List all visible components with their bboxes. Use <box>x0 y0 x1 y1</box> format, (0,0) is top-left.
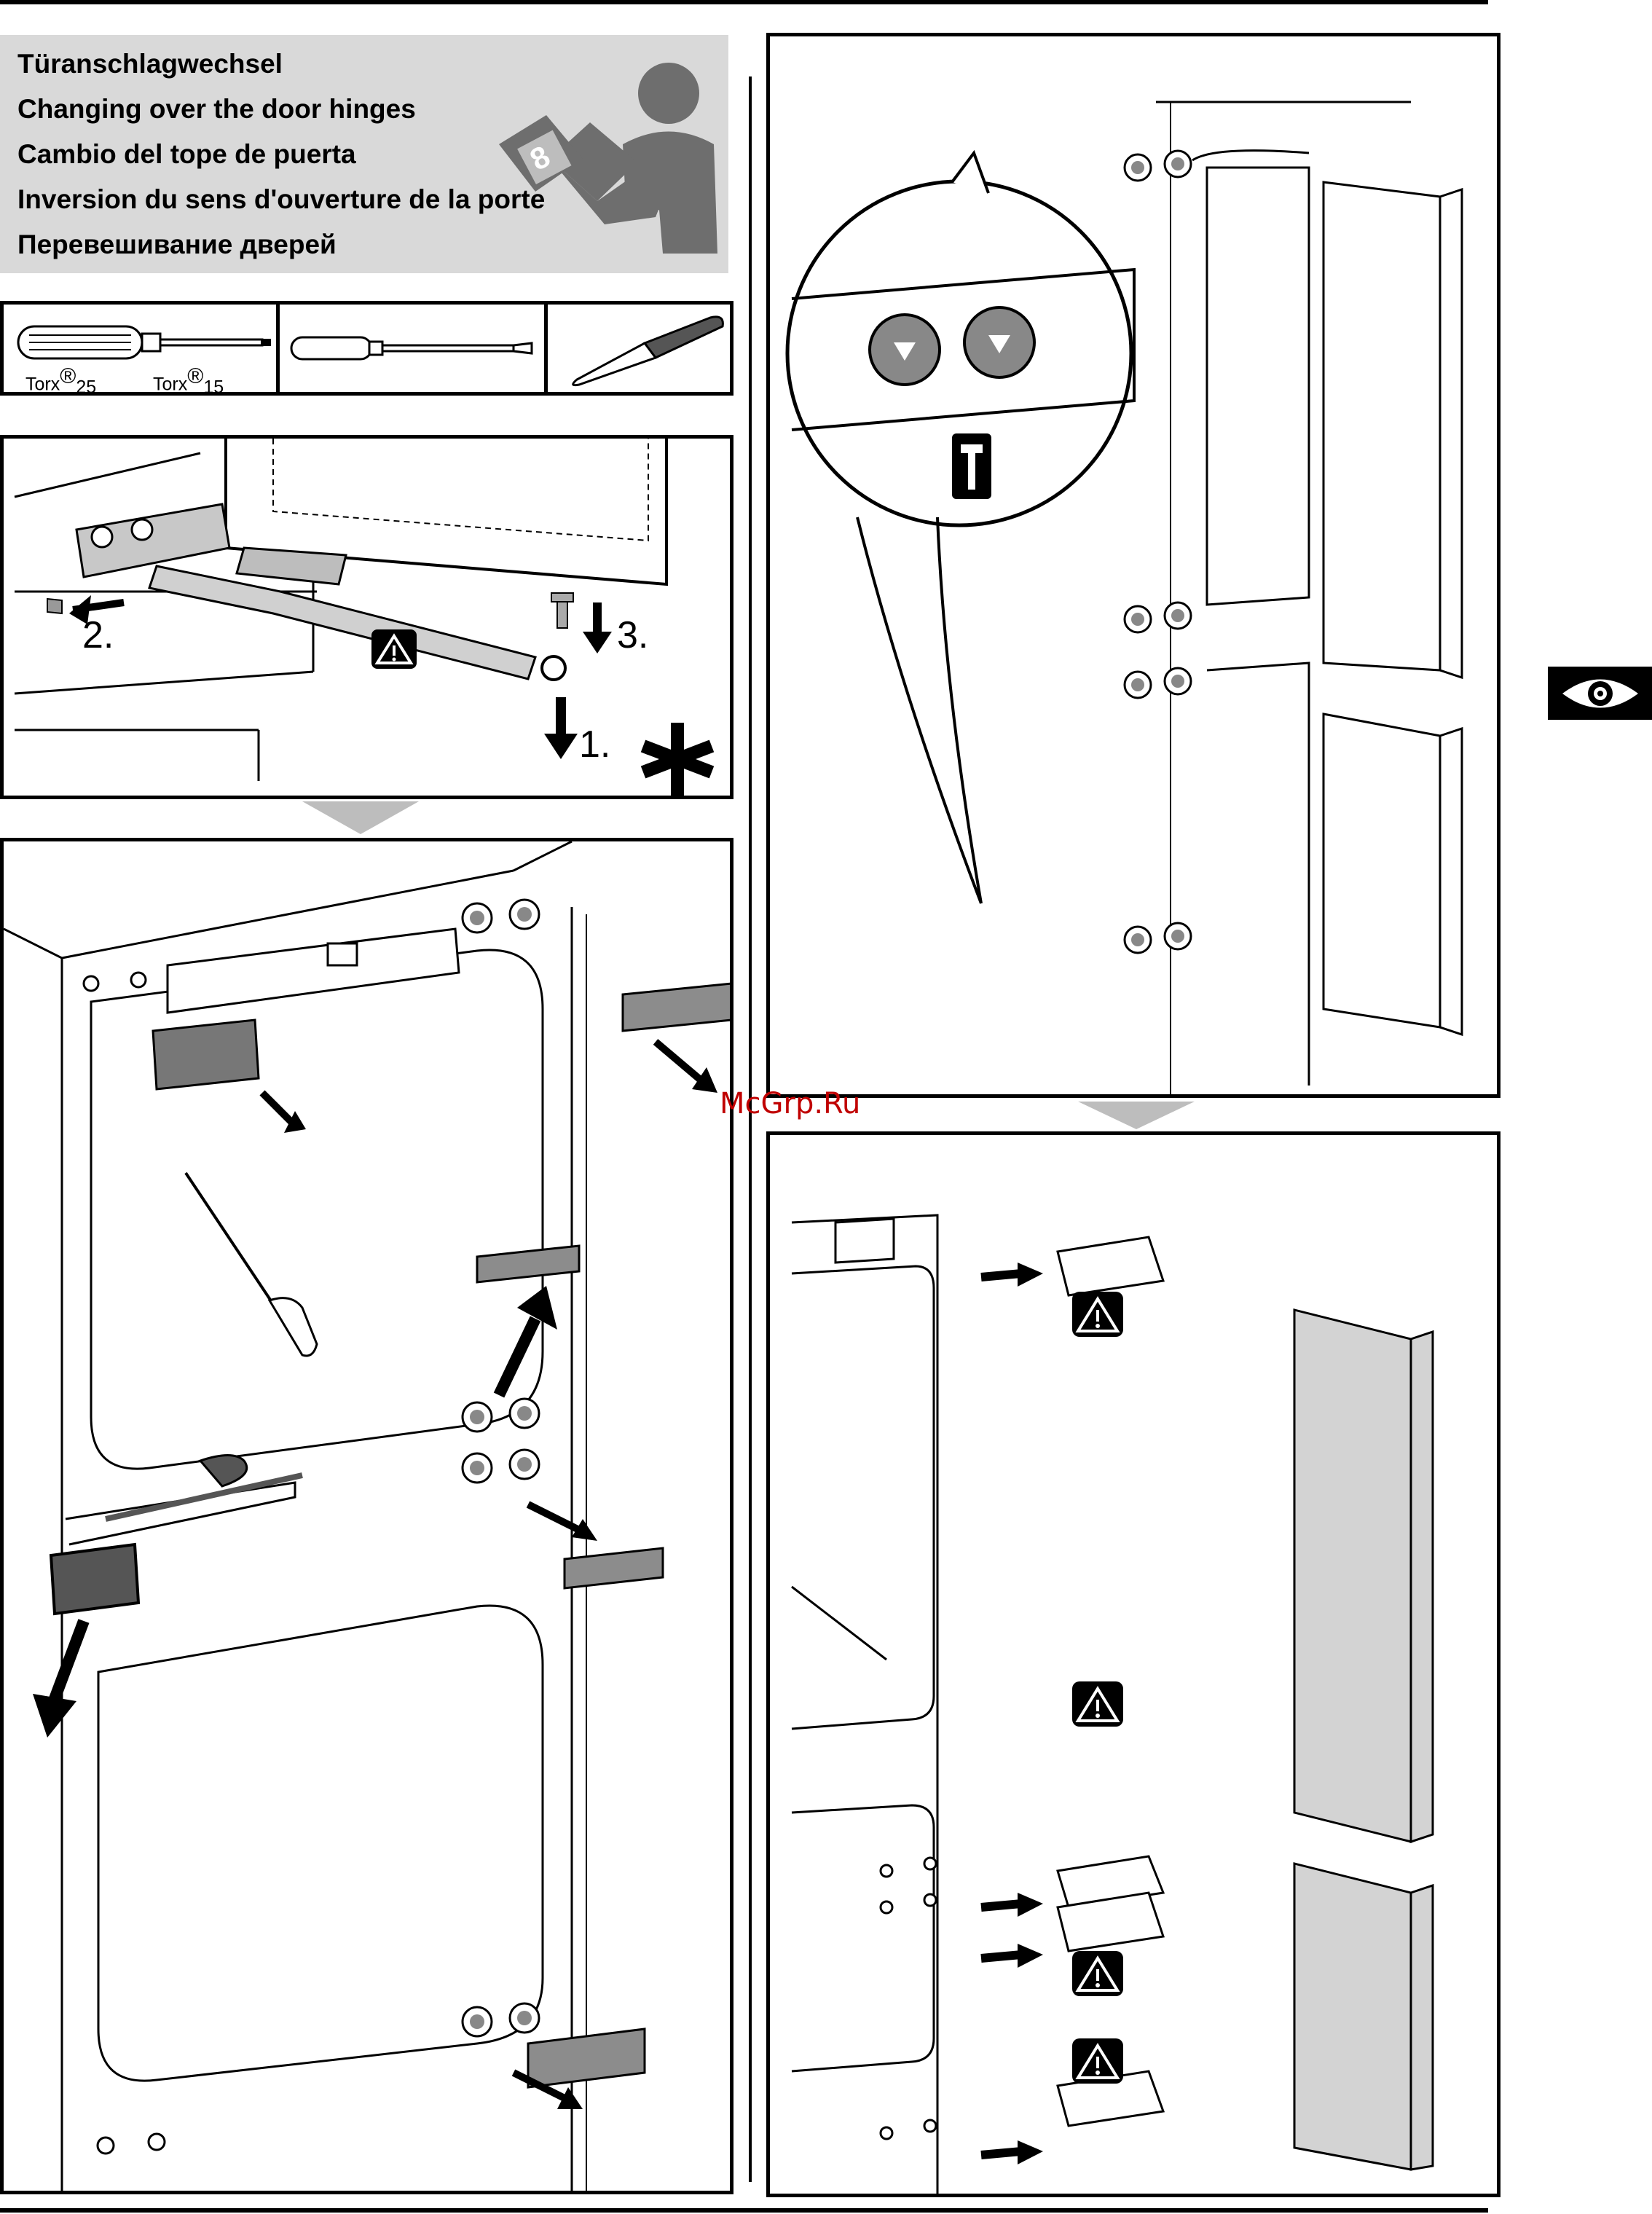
title-de: Türanschlagwechsel <box>17 48 283 80</box>
step-1-label: 1. <box>579 723 610 766</box>
tools-row: Torx®25 Torx®15 <box>0 301 733 396</box>
bottom-rule <box>0 2208 1488 2213</box>
torx-15-label: Torx®15 <box>153 364 224 396</box>
knife-icon <box>561 310 733 390</box>
panel-hinge-reinstall <box>766 1131 1500 2197</box>
eye-tab <box>1548 667 1652 720</box>
title-fr: Inversion du sens d'ouverture de la port… <box>17 184 545 216</box>
warning-icon <box>1072 1292 1123 2084</box>
title-es: Cambio del tope de puerta <box>17 138 356 170</box>
title-panel: Türanschlagwechsel Changing over the doo… <box>0 35 728 273</box>
torx-25-label: Torx®25 <box>25 364 96 396</box>
panel-hinge-detail <box>766 33 1500 1098</box>
title-en: Changing over the door hinges <box>17 93 416 125</box>
warning-icon <box>371 629 417 669</box>
step-2-label: 2. <box>82 613 114 657</box>
top-rule <box>0 0 1488 4</box>
column-divider <box>749 76 752 2182</box>
step-3-label: 3. <box>617 613 648 657</box>
title-ru: Перевешивание дверей <box>17 229 337 261</box>
watermark-text: McGrp.Ru <box>720 1087 860 1120</box>
asterisk-icon <box>643 723 712 796</box>
screw-icon <box>952 433 991 499</box>
flow-arrow-icon <box>302 801 419 836</box>
panel-damper-removal: 2. 3. 1. <box>0 435 733 799</box>
eye-icon <box>1548 667 1652 720</box>
flat-screwdriver-icon <box>288 323 543 381</box>
panel-cover-removal <box>0 838 733 2194</box>
flow-arrow-icon-right <box>1078 1102 1195 1131</box>
reader-icon: 8 <box>481 35 728 273</box>
